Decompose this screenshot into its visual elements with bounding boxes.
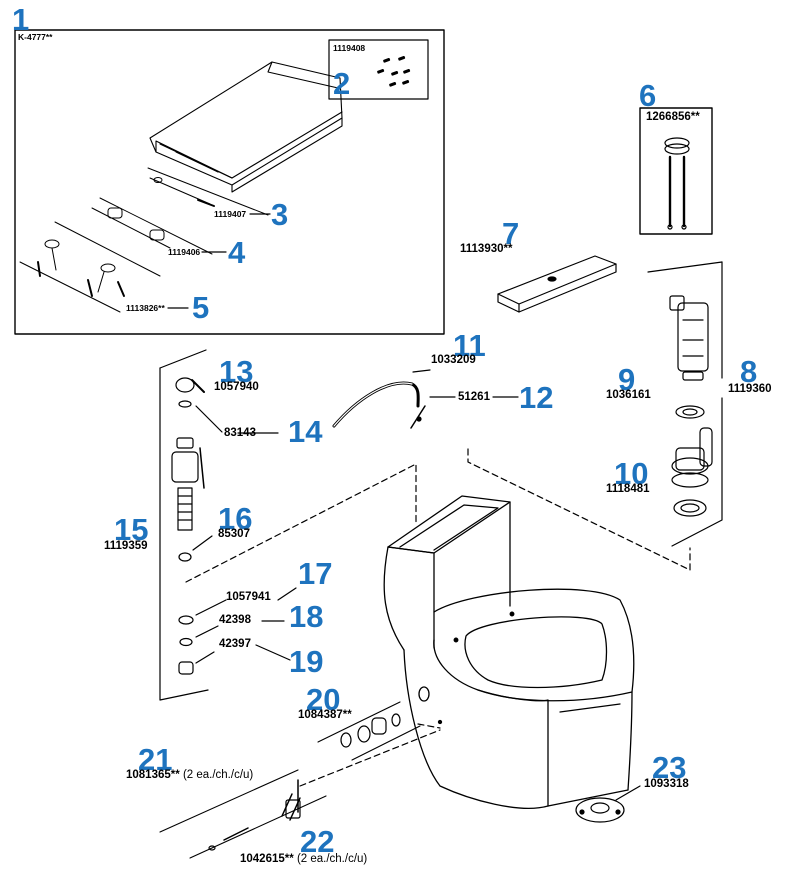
callout-4: 4 [228,235,246,270]
flush-valve-group [647,261,723,547]
callout-9: 9 [618,362,636,397]
hinge-caps [91,197,213,255]
hinge-hardware [19,221,161,313]
callout-18: 18 [289,599,324,634]
part-number-9: 1036161 [606,389,651,401]
callout-11: 11 [453,328,486,363]
callout-2: 2 [333,66,351,101]
fill-valve-group [159,349,417,701]
callout-10: 10 [614,456,649,491]
callout-6: 6 [639,78,657,113]
part-number-7: 1113930** [460,243,513,255]
callout-7: 7 [502,216,520,251]
part-number-21-value: 1081365** [126,769,180,781]
qty-note-21: (2 ea./ch./c/u) [182,769,254,781]
trim-plate [497,255,617,313]
flush-valve-guide [467,448,691,571]
seat-and-cover [149,61,343,193]
callout-23: 23 [652,750,687,785]
callout-12: 12 [519,380,554,415]
part-number-1: K-4777** [18,32,53,42]
toilet-body [383,495,635,809]
seat-kit-box [14,29,445,335]
part-number-10: 1118481 [606,483,650,495]
floor-bolt-kit [159,729,441,859]
callout-19: 19 [289,644,324,679]
part-number-17: 1057941 [226,591,271,603]
part-number-3: 1119407 [214,209,247,219]
callout-15: 15 [114,512,149,547]
push-button-box [639,107,713,235]
part-number-22-value: 1042615** [240,853,294,865]
callout-5: 5 [192,290,210,325]
callout-8: 8 [740,354,758,389]
part-number-4: 1119406 [168,247,201,257]
callout-13: 13 [219,354,254,389]
callout-21: 21 [138,742,173,777]
hinge-pins [147,167,269,216]
part-number-2: 1119408 [333,43,366,53]
callout-3: 3 [271,197,289,232]
part-number-18: 42398 [219,614,251,626]
part-number-8: 1119360 [728,383,772,395]
part-number-15: 1119359 [104,540,148,552]
callout-17: 17 [298,556,333,591]
callout-20: 20 [306,682,341,717]
part-number-16: 85307 [218,528,250,540]
part-number-23: 1093318 [644,778,689,790]
part-number-22: 1042615** (2 ea./ch./c/u) [240,853,368,866]
qty-note-22: (2 ea./ch./c/u) [296,853,368,865]
callout-1: 1 [12,2,30,37]
refill-tube-and-clip [332,369,519,429]
part-number-6: 1266856** [646,111,700,123]
callout-22: 22 [300,824,335,859]
part-number-21: 1081365** (2 ea./ch./c/u) [126,769,254,782]
part-number-19: 42397 [219,638,251,650]
part-number-14: 83143 [224,427,256,439]
part-number-12: 51261 [458,391,490,403]
callout-16: 16 [218,501,253,536]
hinge-bolts-set [377,55,411,87]
callout-14: 14 [288,414,323,449]
tank-to-bowl-kit [317,701,441,761]
flange-part [575,785,641,823]
part-number-5: 1113826** [126,303,165,313]
part-number-13: 1057940 [214,381,259,393]
part-number-20: 1084387** [298,709,352,721]
part-number-11: 1033209 [431,354,476,366]
